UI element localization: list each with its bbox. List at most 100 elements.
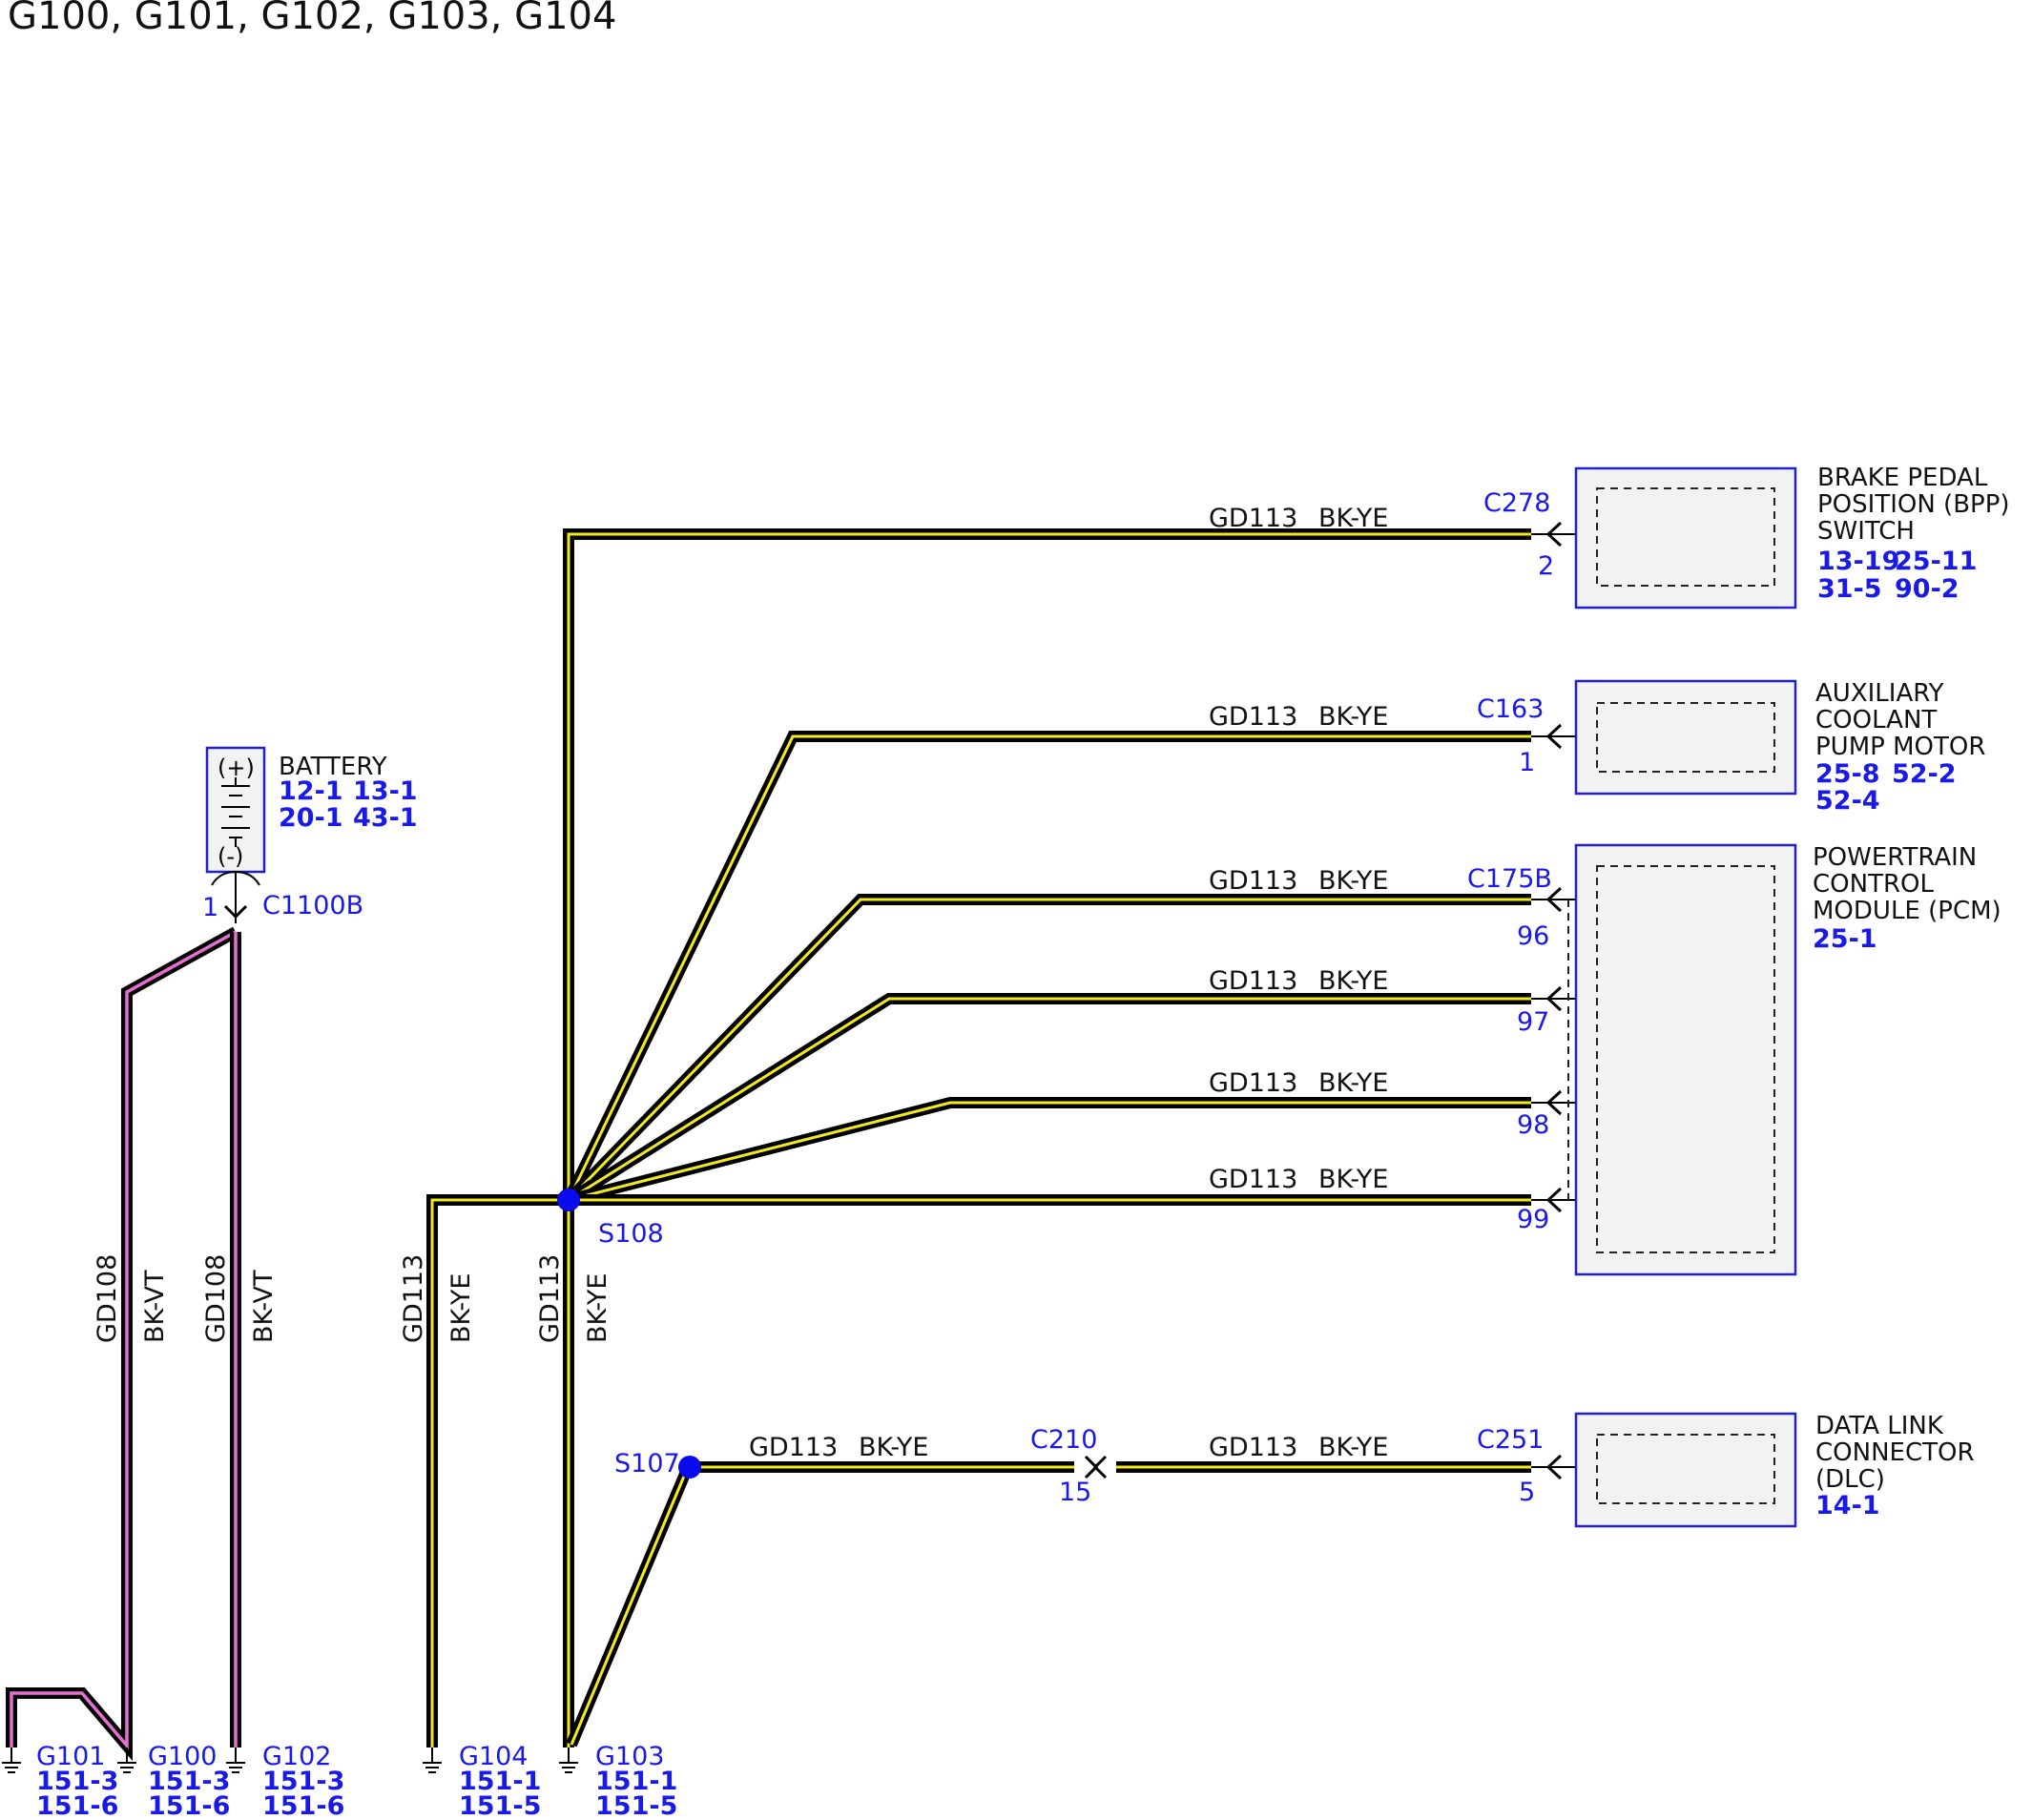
connector-c278-pin: 2 bbox=[1538, 551, 1554, 581]
ground-icon-g103 bbox=[559, 1748, 578, 1773]
component-dlc[interactable] bbox=[1574, 1412, 1797, 1528]
acp-name-line-1: AUXILIARY bbox=[1815, 679, 1944, 708]
ground-g103-label: G103 bbox=[595, 1742, 664, 1771]
ground-g103-ref-2[interactable]: 151-5 bbox=[595, 1791, 677, 1820]
connector-c163-label: C163 bbox=[1477, 694, 1544, 724]
wire-circuit-label-g104: GD113 bbox=[399, 1254, 428, 1343]
component-bpp-switch[interactable] bbox=[1574, 466, 1797, 610]
pcm-name-line-3: MODULE (PCM) bbox=[1813, 897, 2001, 925]
battery-ref-4[interactable]: 43-1 bbox=[353, 803, 418, 833]
acp-ref-1[interactable]: 25-8 bbox=[1815, 759, 1880, 789]
bpp-ref-4[interactable]: 90-2 bbox=[1895, 574, 1959, 604]
battery-ref-2[interactable]: 13-1 bbox=[353, 776, 418, 806]
dlc-ref-1[interactable]: 14-1 bbox=[1815, 1491, 1880, 1520]
connector-c163-pin: 1 bbox=[1519, 748, 1535, 777]
wire-circuit-label: GD113 bbox=[1209, 866, 1297, 896]
ground-g101-ref-1[interactable]: 151-3 bbox=[36, 1767, 118, 1796]
bpp-ref-3[interactable]: 31-5 bbox=[1817, 574, 1882, 604]
inline-connector-c210 bbox=[1084, 1455, 1108, 1479]
component-box bbox=[1574, 679, 1797, 796]
bpp-ref-2[interactable]: 25-11 bbox=[1895, 547, 1977, 576]
ground-g100-ref-1[interactable]: 151-3 bbox=[148, 1767, 230, 1796]
wire-to-pcm-96 bbox=[564, 894, 1531, 1205]
ground-g102-ref-2[interactable]: 151-6 bbox=[262, 1791, 344, 1820]
splice-s108-label: S108 bbox=[598, 1219, 664, 1249]
ground-g102-ref-1[interactable]: 151-3 bbox=[262, 1767, 344, 1796]
battery-ref-1[interactable]: 12-1 bbox=[279, 776, 343, 806]
component-aux-coolant-pump[interactable] bbox=[1574, 679, 1797, 796]
wire-to-g104 bbox=[426, 1194, 569, 1748]
wire-to-pcm-98 bbox=[567, 1097, 1531, 1206]
wire-color-label-g102: BK-VT bbox=[249, 1270, 279, 1343]
connector-c1100b-icon bbox=[211, 870, 260, 923]
ground-g102-label: G102 bbox=[262, 1742, 331, 1771]
connector-c175b-pin-99: 99 bbox=[1517, 1205, 1549, 1234]
wire-to-bpp bbox=[563, 528, 1531, 1200]
acp-name-line-3: PUMP MOTOR bbox=[1815, 733, 1985, 761]
wire-circuit-label-g101: GD108 bbox=[93, 1254, 122, 1343]
wire-label-c210-dlc: GD113 BK-YE bbox=[1209, 1433, 1389, 1462]
battery-ref-3[interactable]: 20-1 bbox=[279, 803, 343, 833]
wire-to-pcm-97 bbox=[565, 993, 1531, 1206]
dlc-name-line-2: CONNECTOR bbox=[1815, 1438, 1975, 1467]
wire-color-label: BK-YE bbox=[1318, 1068, 1389, 1098]
component-inner-dashed bbox=[1596, 1434, 1775, 1504]
diagram-title: G100, G101, G102, G103, G104 bbox=[8, 0, 616, 38]
acp-ref-3[interactable]: 52-4 bbox=[1815, 786, 1880, 816]
wire-color-label-g103: BK-YE bbox=[583, 1273, 612, 1344]
wire-circuit-label: GD113 bbox=[749, 1433, 838, 1462]
component-box bbox=[1574, 1412, 1797, 1528]
acp-ref-2[interactable]: 52-2 bbox=[1892, 759, 1957, 789]
wire-color-label: BK-YE bbox=[1318, 1165, 1389, 1194]
wire-color-label-g104: BK-YE bbox=[446, 1273, 476, 1344]
component-box bbox=[1574, 466, 1797, 610]
connector-c210-label: C210 bbox=[1030, 1425, 1097, 1455]
wire-color-label: BK-YE bbox=[1318, 1433, 1389, 1462]
component-pcm[interactable] bbox=[1574, 843, 1797, 1276]
wire-color-label: BK-YE bbox=[1318, 702, 1389, 732]
splice-s107-label: S107 bbox=[614, 1449, 680, 1479]
wire-s107-to-g103 bbox=[566, 1464, 694, 1748]
wire-label-pcm-98: GD113 BK-YE bbox=[1209, 1068, 1389, 1098]
battery-name: BATTERY bbox=[279, 753, 387, 781]
bpp-ref-1[interactable]: 13-19 bbox=[1817, 547, 1899, 576]
battery-plus-label: (+) bbox=[218, 755, 255, 781]
wire-color-label: BK-YE bbox=[859, 1433, 929, 1462]
wire-circuit-label: GD113 bbox=[1209, 1433, 1297, 1462]
wire-circuit-label-g102: GD108 bbox=[201, 1254, 231, 1343]
bpp-name-line-3: SWITCH bbox=[1817, 517, 1915, 546]
ground-icon-g104 bbox=[423, 1748, 442, 1773]
wire-label-pcm-96: GD113 BK-YE bbox=[1209, 866, 1389, 896]
wire-color-label: BK-YE bbox=[1318, 504, 1389, 533]
ground-g104-ref-2[interactable]: 151-5 bbox=[459, 1791, 541, 1820]
wire-label-pcm-99: GD113 BK-YE bbox=[1209, 1165, 1389, 1194]
connector-c175b-label: C175B bbox=[1467, 864, 1552, 894]
ground-g100-ref-2[interactable]: 151-6 bbox=[148, 1791, 230, 1820]
ground-g101-label: G101 bbox=[36, 1742, 105, 1771]
ground-g101-ref-2[interactable]: 151-6 bbox=[36, 1791, 118, 1820]
splice-s107-dot bbox=[678, 1456, 701, 1479]
ground-g104-ref-1[interactable]: 151-1 bbox=[459, 1767, 541, 1796]
connector-c1100b-pin: 1 bbox=[202, 893, 218, 922]
component-box bbox=[1574, 843, 1797, 1276]
wire-circuit-label: GD113 bbox=[1209, 702, 1297, 732]
wire-circuit-label: GD113 bbox=[1209, 1068, 1297, 1098]
connector-c210-pin: 15 bbox=[1059, 1478, 1091, 1507]
connector-c175b-pin-97: 97 bbox=[1517, 1007, 1549, 1037]
pcm-ref-1[interactable]: 25-1 bbox=[1813, 924, 1877, 954]
dlc-name-line-3: (DLC) bbox=[1815, 1465, 1885, 1494]
ground-icon-g102 bbox=[226, 1748, 245, 1773]
wire-battery-to-g101 bbox=[6, 926, 238, 1762]
pcm-name-line-2: CONTROL bbox=[1813, 870, 1934, 899]
ground-g103-ref-1[interactable]: 151-1 bbox=[595, 1767, 677, 1796]
wire-label-s107-c210: GD113 BK-YE bbox=[749, 1433, 929, 1462]
ground-icon-g100 bbox=[117, 1748, 136, 1773]
connector-c175b-pin-96: 96 bbox=[1517, 921, 1549, 951]
wire-color-label-g101: BK-VT bbox=[140, 1270, 170, 1343]
component-battery[interactable]: (+) (-) bbox=[205, 746, 266, 874]
wire-color-label: BK-YE bbox=[1318, 866, 1389, 896]
ground-g100-label: G100 bbox=[148, 1742, 217, 1771]
battery-symbol-icon bbox=[221, 777, 250, 847]
wire-to-acp bbox=[563, 731, 1531, 1203]
